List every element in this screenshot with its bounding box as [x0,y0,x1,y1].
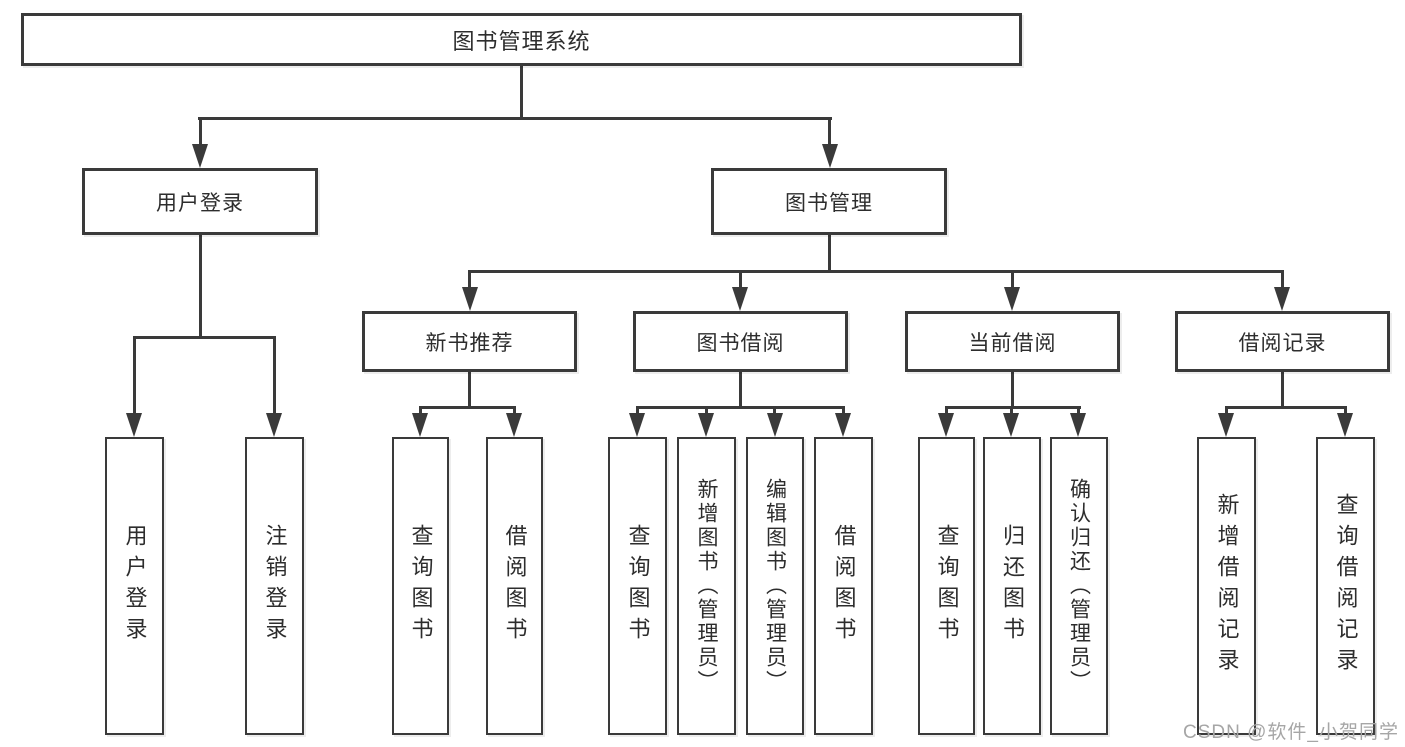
connector-book-management-drop [828,117,831,149]
arrowhead-leaf-query-books-3 [938,413,954,437]
connector-new-book-leaf-branch [419,406,516,409]
connector-book-borrow-stem [739,371,742,409]
node-label: 新书推荐 [425,331,514,355]
connector-new-book-drop [468,270,471,292]
connector-book-management-stem [828,233,831,273]
node-book-management: 图书管理 [711,168,947,235]
arrowhead-leaf-query-books-2 [629,413,645,437]
arrowhead-user-login [192,144,208,168]
leaf-confirm-return-admin: 确认归还（管理员） [1050,437,1108,735]
leaf-label: 查询图书 [408,524,434,648]
arrowhead-leaf-return-book [1003,413,1019,437]
node-user-login: 用户登录 [82,168,318,235]
connector-user-login-drop [199,117,202,149]
arrowhead-new-book-recommend [462,287,478,311]
node-borrow-records: 借阅记录 [1175,311,1390,372]
node-label: 用户登录 [156,191,244,215]
arrowhead-book-management [822,144,838,168]
node-label: 图书管理 [785,191,873,215]
connector-new-book-stem [468,371,471,409]
connector-book-borrow-drop [739,270,742,292]
connector-leaf-drop [1077,406,1080,416]
connector-borrow-records-stem [1281,371,1284,409]
arrowhead-leaf-user-login [126,413,142,437]
node-book-borrow: 图书借阅 [633,311,848,372]
connector-leaf-drop [705,406,708,416]
leaf-label: 注销登录 [262,524,288,648]
leaf-label: 用户登录 [122,524,148,648]
node-label: 图书管理系统 [452,28,591,54]
arrowhead-leaf-borrow-books-2 [835,413,851,437]
connector-leaf-drop [1344,406,1347,416]
arrowhead-leaf-confirm-return [1070,413,1086,437]
leaf-label: 新增图书（管理员） [695,478,718,694]
leaf-label: 借阅图书 [502,524,528,648]
connector-leaf-drop [945,406,948,416]
arrowhead-leaf-query-books-1 [412,413,428,437]
node-label: 当前借阅 [968,331,1057,355]
leaf-borrow-books-2: 借阅图书 [814,437,873,735]
arrowhead-leaf-logout [266,413,282,437]
leaf-return-book: 归还图书 [983,437,1041,735]
csdn-watermark: CSDN @软件_小贺同学 [1183,722,1399,743]
connector-leaf-user-login-drop [133,336,136,416]
arrowhead-leaf-edit-book [767,413,783,437]
leaf-user-login: 用户登录 [105,437,164,735]
connector-level3-branch [468,270,1284,273]
leaf-label: 归还图书 [1000,524,1025,648]
connector-book-borrow-leaf-branch [636,406,845,409]
leaf-label: 编辑图书（管理员） [763,478,787,694]
leaf-label: 查询图书 [934,524,960,648]
leaf-borrow-books-1: 借阅图书 [486,437,543,735]
leaf-label: 新增借阅记录 [1214,493,1240,679]
leaf-query-books-1: 查询图书 [392,437,449,735]
leaf-query-books-2: 查询图书 [608,437,667,735]
connector-leaf-drop [1010,406,1013,416]
connector-leaf-drop [636,406,639,416]
arrowhead-leaf-add-book [698,413,714,437]
arrowhead-book-borrow [732,287,748,311]
connector-leaf-drop [773,406,776,416]
arrowhead-current-borrow [1004,287,1020,311]
connector-root-stem [520,64,523,119]
connector-current-borrow-leaf-branch [945,406,1081,409]
leaf-add-borrow-record: 新增借阅记录 [1197,437,1256,735]
leaf-label: 借阅图书 [831,524,857,648]
leaf-label: 确认归还（管理员） [1067,478,1091,694]
connector-level2-branch [198,117,832,120]
connector-current-borrow-stem [1011,371,1014,409]
arrowhead-leaf-borrow-books-1 [506,413,522,437]
arrowhead-borrow-records [1274,287,1290,311]
leaf-add-book-admin: 新增图书（管理员） [677,437,736,735]
node-current-borrow: 当前借阅 [905,311,1120,372]
connector-current-borrow-drop [1011,270,1014,292]
leaf-edit-book-admin: 编辑图书（管理员） [746,437,804,735]
node-label: 借阅记录 [1238,331,1327,355]
connector-user-login-stem [199,233,202,338]
leaf-query-books-3: 查询图书 [918,437,975,735]
connector-borrow-records-drop [1281,270,1284,292]
arrowhead-leaf-query-borrow-record [1337,413,1353,437]
leaf-label: 查询借阅记录 [1333,493,1359,679]
connector-leaf-drop [842,406,845,416]
leaf-logout-login: 注销登录 [245,437,304,735]
node-root-system: 图书管理系统 [21,13,1022,66]
node-new-book-recommend: 新书推荐 [362,311,577,372]
leaf-label: 查询图书 [625,524,651,648]
connector-leaf-drop [1225,406,1228,416]
connector-leaf-logout-drop [273,336,276,416]
node-label: 图书借阅 [696,331,785,355]
connector-user-login-branch [133,336,276,339]
connector-borrow-records-leaf-branch [1225,406,1347,409]
leaf-query-borrow-record: 查询借阅记录 [1316,437,1375,735]
arrowhead-leaf-add-borrow-record [1218,413,1234,437]
connector-leaf-drop [419,406,422,416]
connector-leaf-drop [513,406,516,416]
